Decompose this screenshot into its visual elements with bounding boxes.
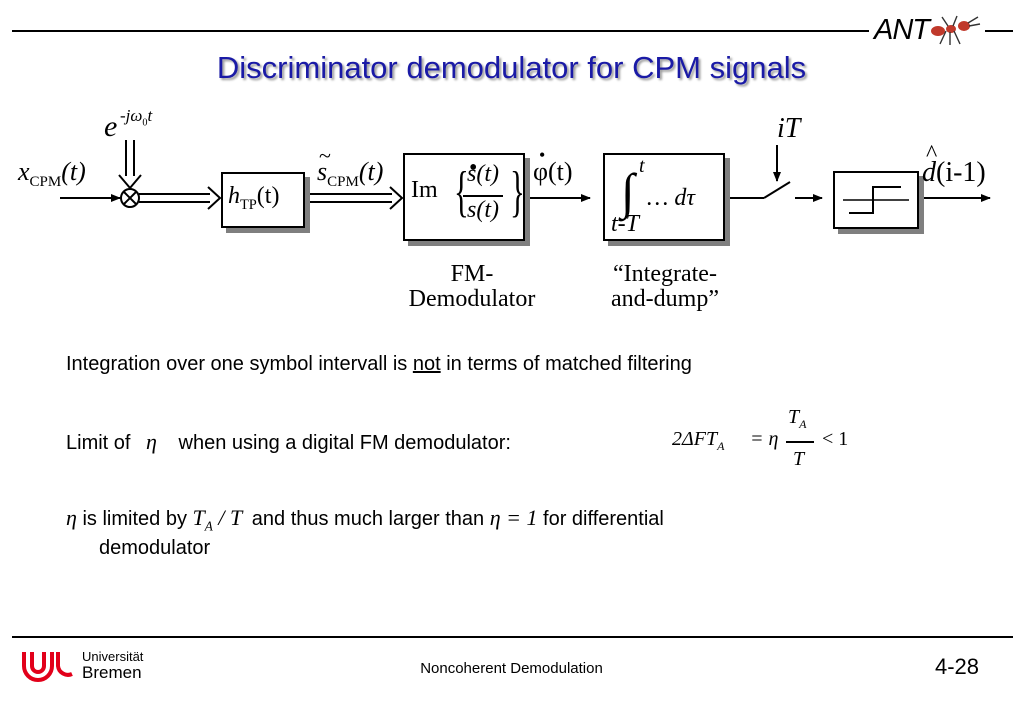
- line3-ta: T: [192, 505, 205, 530]
- line3-b: and thus much larger than: [251, 508, 485, 530]
- integral-upper-limit: t: [639, 155, 645, 177]
- text-line-3: η is limited by TA / T and thus much lar…: [66, 505, 664, 534]
- fm-denominator: s(t): [467, 197, 499, 223]
- university-line1: Universität: [82, 649, 144, 664]
- tilde-mark: ~: [319, 143, 331, 168]
- input-signal-base: x: [18, 157, 30, 186]
- line2-pre: Limit of: [66, 432, 131, 454]
- filter-label-arg: (t): [256, 183, 280, 209]
- header-rule-right: [985, 30, 1013, 32]
- input-signal-arg: (t): [61, 157, 86, 186]
- line1-pre: Integration over one symbol intervall is: [66, 353, 413, 375]
- line2-post: when using a digital FM demodulator:: [178, 432, 511, 454]
- integral-body: … dτ: [647, 185, 695, 211]
- formula-lhs: 2ΔFT: [672, 428, 718, 450]
- formula-rhs: < 1: [822, 428, 849, 450]
- fm-im-label: Im: [411, 177, 438, 203]
- sampling-label: iT: [777, 113, 801, 144]
- ant-logo-text: ANT: [874, 14, 930, 46]
- output-base: d: [922, 157, 936, 188]
- double-arrow-to-filter: [139, 186, 222, 210]
- carrier-exponent: -jω: [120, 106, 143, 125]
- footer-title: Noncoherent Demodulation: [420, 660, 603, 677]
- line3-c: for differential: [543, 508, 664, 530]
- tilde-signal-base: s: [317, 157, 328, 186]
- output-arg: (i-1): [936, 157, 986, 188]
- line2-eta: η: [146, 429, 157, 454]
- text-line-2: Limit of η when using a digital FM demod…: [66, 429, 511, 455]
- page-number: 4-28: [935, 654, 980, 679]
- tilde-signal-sub: CPM: [327, 174, 359, 191]
- text-line-4: demodulator: [99, 537, 211, 559]
- line3-over-t: / T: [218, 505, 243, 530]
- phi-dot-label: φ(t): [533, 157, 573, 186]
- line3-eta-eq: η = 1: [489, 505, 538, 530]
- line3-a: is limited by: [82, 508, 187, 530]
- ant-logo: ANT: [872, 14, 984, 48]
- formula-limit: 2ΔFTA = η TA T < 1: [672, 406, 872, 478]
- slide-title: Discriminator demodulator for CPM signal…: [216, 50, 807, 85]
- ant-insect-icon: [931, 15, 981, 45]
- integrate-dump-block: ∫ t … dτ t-T: [603, 153, 725, 241]
- carrier-exponent-sub: 0: [142, 117, 148, 129]
- formula-num-sub: A: [799, 417, 807, 431]
- tilde-signal-arg: (t): [358, 157, 384, 186]
- fm-caption-line1: FM-: [450, 261, 494, 287]
- line3-eta: η: [66, 505, 77, 530]
- fm-demodulator-block: Im { } • s(t) s(t): [403, 153, 525, 241]
- mixer-symbol: [120, 188, 140, 208]
- phi-dot-mark: •: [539, 145, 546, 165]
- fm-dot: •: [469, 155, 478, 181]
- double-arrow-to-fm: [306, 186, 404, 210]
- fm-brace-right: }: [510, 161, 525, 223]
- header-rule: [12, 30, 869, 32]
- text-line-1: Integration over one symbol intervall is…: [66, 353, 692, 376]
- fm-numerator: s(t): [467, 161, 499, 187]
- formula-lhs-sub: A: [717, 439, 725, 453]
- carrier-double-arrow: [118, 140, 142, 190]
- carrier-base: e: [104, 110, 118, 143]
- decision-block: [833, 171, 919, 229]
- hat-mark: ^: [926, 141, 938, 167]
- formula-num: T: [788, 406, 800, 428]
- integral-sign: ∫: [621, 163, 635, 219]
- line1-post: in terms of matched filtering: [440, 353, 692, 375]
- input-signal-sub: CPM: [29, 174, 62, 191]
- step-function-icon: [843, 186, 909, 214]
- uni-bremen-logo-icon: [22, 652, 73, 682]
- fm-fraction-bar: [463, 195, 503, 197]
- carrier-exponent-t: t: [147, 106, 153, 125]
- id-caption-line2: and-dump”: [611, 286, 719, 312]
- id-caption-line1: “Integrate-: [613, 261, 717, 287]
- fm-caption-line2: Demodulator: [408, 286, 536, 312]
- line1-underlined: not: [412, 353, 441, 375]
- filter-label-base: h: [228, 183, 240, 209]
- block-diagram: [60, 140, 991, 210]
- formula-den: T: [793, 448, 805, 470]
- lowpass-filter-block: hTP(t): [221, 172, 305, 228]
- university-logo: [20, 646, 80, 682]
- filter-label-sub: TP: [240, 196, 257, 213]
- line3-ta-sub: A: [204, 518, 213, 534]
- fm-brace-left: {: [454, 161, 469, 223]
- formula-eq: = η: [750, 428, 779, 450]
- switch-blade: [763, 181, 791, 199]
- integral-lower-limit: t-T: [611, 211, 640, 237]
- university-line2: Bremen: [82, 663, 142, 682]
- formula-fraction-bar: [786, 441, 814, 443]
- footer-rule: [12, 636, 1013, 638]
